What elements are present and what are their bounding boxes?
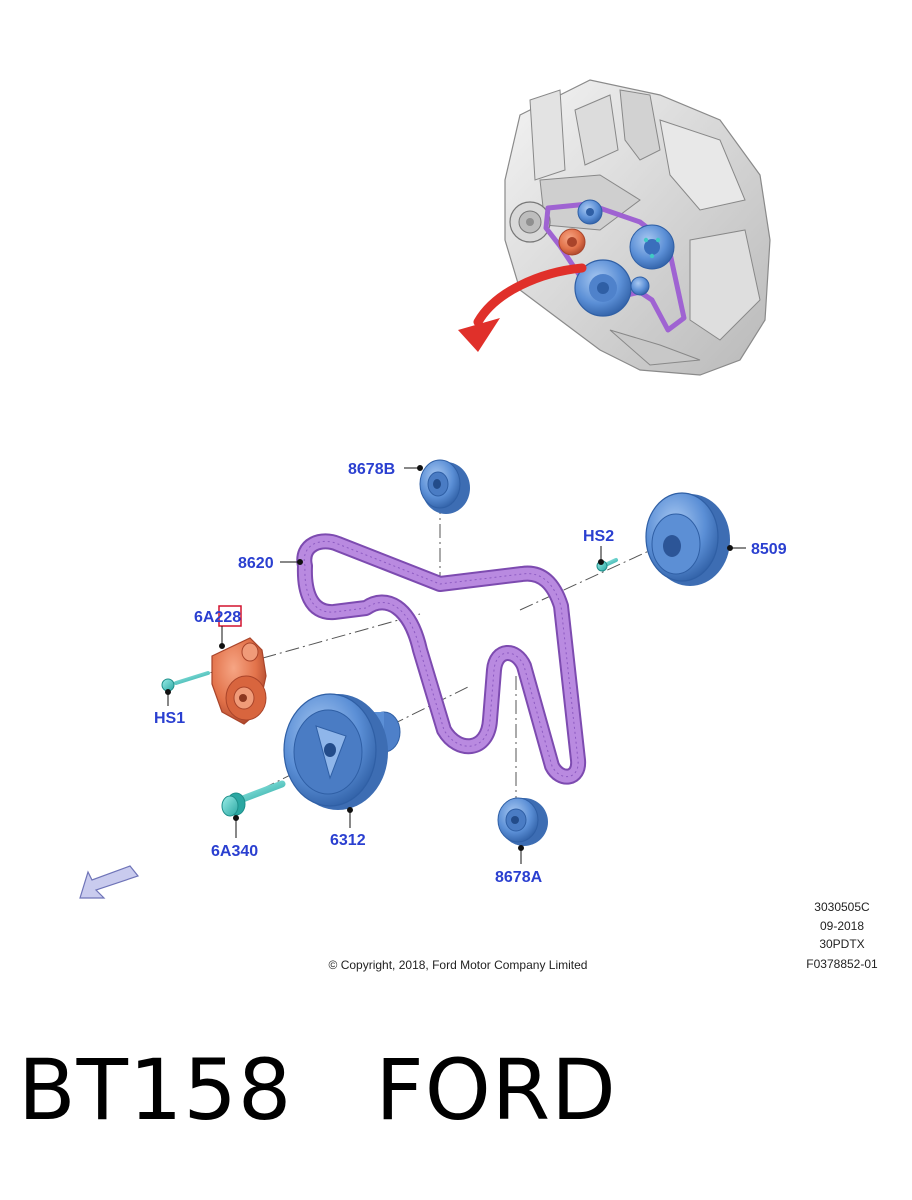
bolt-hs1 [161, 671, 210, 692]
direction-arrow-red [458, 263, 587, 352]
callout-8509: 8509 [751, 541, 787, 558]
reference-date: 09-2018 [820, 919, 864, 933]
crank-bolt-6a340 [221, 780, 286, 817]
reference-code-1: 3030505C [814, 900, 870, 914]
engine-overview-illustration [504, 79, 771, 376]
idler-pulley-8678a [497, 797, 548, 846]
product-caption: BT158 FORD [18, 1041, 617, 1139]
idler-pulley-8678b [419, 459, 470, 514]
orientation-arrow-icon [79, 865, 140, 899]
callout-6a340: 6A340 [211, 843, 258, 860]
engine-belt-inset [543, 199, 687, 333]
callout-hs2: HS2 [583, 528, 614, 545]
leader-lines [165, 465, 746, 864]
callout-6a228: 6A228 [194, 609, 241, 626]
callout-8678b: 8678B [348, 461, 395, 478]
reference-code-3: F0378852-01 [806, 957, 878, 971]
callout-6312: 6312 [330, 832, 366, 849]
callout-hs1: HS1 [154, 710, 185, 727]
callout-8620: 8620 [238, 555, 274, 572]
crankshaft-pulley-6312 [283, 693, 401, 810]
tensioner-6a228 [211, 605, 267, 725]
water-pump-pulley-8509 [645, 492, 730, 586]
callout-8678a: 8678A [495, 869, 543, 886]
belt-8620 [296, 533, 587, 785]
copyright-notice: © Copyright, 2018, Ford Motor Company Li… [329, 958, 588, 972]
reference-code-2: 30PDTX [819, 937, 864, 951]
